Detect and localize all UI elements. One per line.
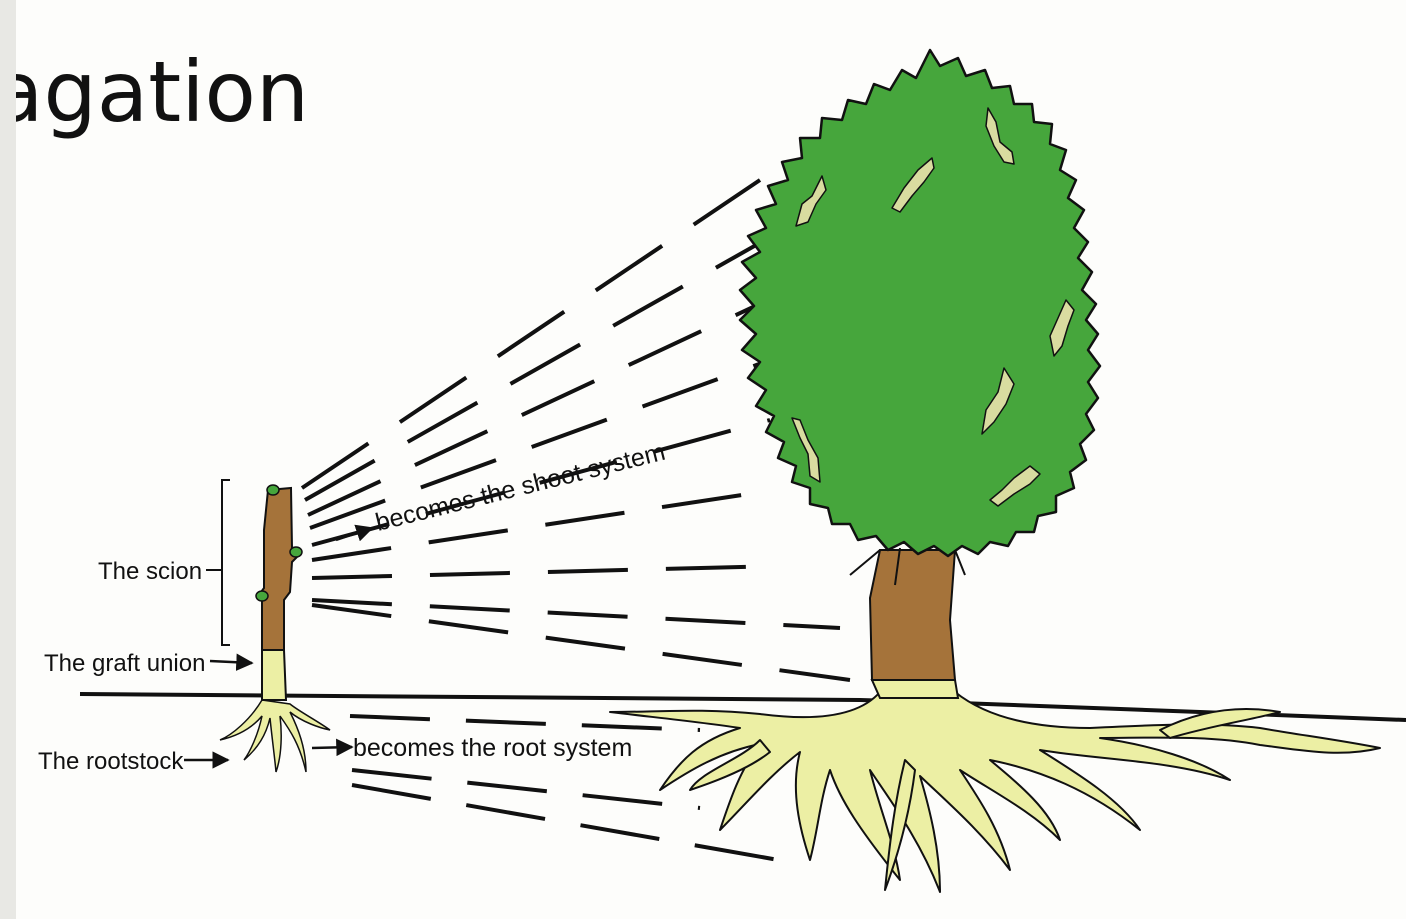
rootstock-label: The rootstock bbox=[38, 748, 184, 775]
tree-trunk bbox=[850, 548, 965, 698]
shoot-system-label: becomes the shoot system bbox=[373, 438, 668, 537]
scion-label: The scion bbox=[98, 558, 202, 585]
tree-canopy bbox=[740, 50, 1100, 556]
scion-bracket bbox=[222, 480, 230, 645]
scion-stem bbox=[256, 485, 302, 700]
graft-union-arrow bbox=[210, 661, 252, 663]
shoot-arrow bbox=[336, 528, 372, 540]
root-system-label: becomes the root system bbox=[353, 734, 632, 762]
root-arrow bbox=[312, 747, 352, 748]
rootstock-roots bbox=[220, 700, 330, 772]
tree-roots bbox=[610, 692, 1380, 892]
graft-union-label: The graft union bbox=[44, 650, 205, 677]
scan-edge bbox=[0, 0, 16, 919]
